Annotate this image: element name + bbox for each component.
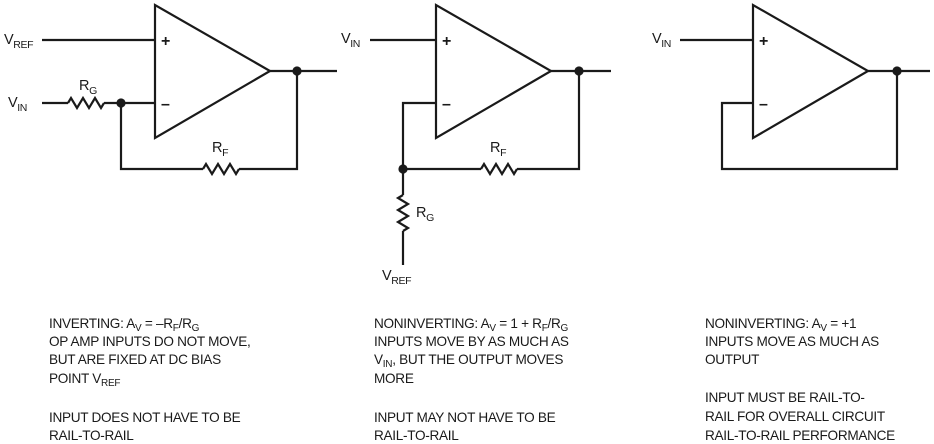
noninverting-note-line-2: RAIL-TO-RAIL <box>374 428 459 443</box>
inverting-rg-resistor <box>67 95 105 111</box>
inverting-feedback-wire-right <box>239 71 299 171</box>
inverting-op-amp-symbol <box>153 3 273 140</box>
follower-minus-pin: – <box>759 96 768 113</box>
inverting-note-line-1: INPUT DOES NOT HAVE TO BE <box>49 410 241 425</box>
inverting-desc-line-2: OP AMP INPUTS DO NOT MOVE, <box>49 334 250 349</box>
noninverting-plus-pin: + <box>442 33 451 50</box>
inverting-vref-label: VREF <box>4 32 33 51</box>
follower-note-line-1: INPUT MUST BE RAIL-TO- <box>705 390 865 405</box>
inverting-caption: INVERTING: AV = –RF/RG OP AMP INPUTS DO … <box>49 316 251 443</box>
noninverting-rf-resistor <box>480 161 518 177</box>
noninverting-rg-resistor <box>395 194 411 232</box>
inverting-note-line-2: RAIL-TO-RAIL <box>49 428 134 443</box>
inverting-feedback-wire-left <box>119 103 203 171</box>
inverting-plus-pin: + <box>161 33 170 50</box>
noninverting-op-amp-symbol <box>434 3 554 140</box>
follower-feedback-wire <box>720 71 899 171</box>
noninverting-feedback-wire-right <box>517 71 581 171</box>
noninverting-desc-line-4: MORE <box>374 371 414 386</box>
noninverting-rg-label: RG <box>416 205 434 224</box>
inverting-rg-label: RG <box>79 78 97 97</box>
noninverting-gain-text: NONINVERTING: AV = 1 + RF/RG <box>374 316 569 334</box>
inverting-minus-pin: – <box>161 96 170 113</box>
follower-desc-line-3: OUTPUT <box>705 352 759 367</box>
follower-note-line-3: RAIL-TO-RAIL PERFORMANCE <box>705 428 895 443</box>
noninverting-note-line-1: INPUT MAY NOT HAVE TO BE <box>374 410 556 425</box>
noninverting-desc-line-3: VIN, BUT THE OUTPUT MOVES <box>374 352 563 370</box>
noninverting-vref-label: VREF <box>382 268 411 287</box>
inverting-circuit: + – VREF VIN RG RF <box>4 3 337 177</box>
follower-op-amp-symbol <box>751 3 871 140</box>
noninverting-circuit: + – VIN RF RG VREF <box>341 3 611 287</box>
inverting-rf-resistor <box>202 161 240 177</box>
follower-vin-label: VIN <box>652 31 671 50</box>
follower-desc-line-2: INPUTS MOVE AS MUCH AS <box>705 334 879 349</box>
follower-caption: NONINVERTING: AV = +1 INPUTS MOVE AS MUC… <box>705 316 895 443</box>
noninverting-desc-line-2: INPUTS MOVE BY AS MUCH AS <box>374 334 569 349</box>
inverting-desc-line-3: BUT ARE FIXED AT DC BIAS <box>49 352 221 367</box>
noninverting-vin-label: VIN <box>341 31 360 50</box>
follower-gain-text: NONINVERTING: AV = +1 <box>705 316 856 334</box>
noninverting-minus-pin: – <box>442 96 451 113</box>
follower-circuit: + – VIN <box>652 3 930 171</box>
noninverting-rf-label: RF <box>490 140 506 159</box>
inverting-vin-label: VIN <box>8 95 27 114</box>
inverting-desc-line-4: POINT VREF <box>49 371 120 389</box>
inverting-gain-text: INVERTING: AV = –RF/RG <box>49 316 200 334</box>
inverting-rf-label: RF <box>212 140 228 159</box>
noninverting-inverting-input-wire <box>401 101 436 169</box>
follower-plus-pin: + <box>759 33 768 50</box>
noninverting-caption: NONINVERTING: AV = 1 + RF/RG INPUTS MOVE… <box>374 316 569 443</box>
follower-note-line-2: RAIL FOR OVERALL CIRCUIT <box>705 409 885 424</box>
